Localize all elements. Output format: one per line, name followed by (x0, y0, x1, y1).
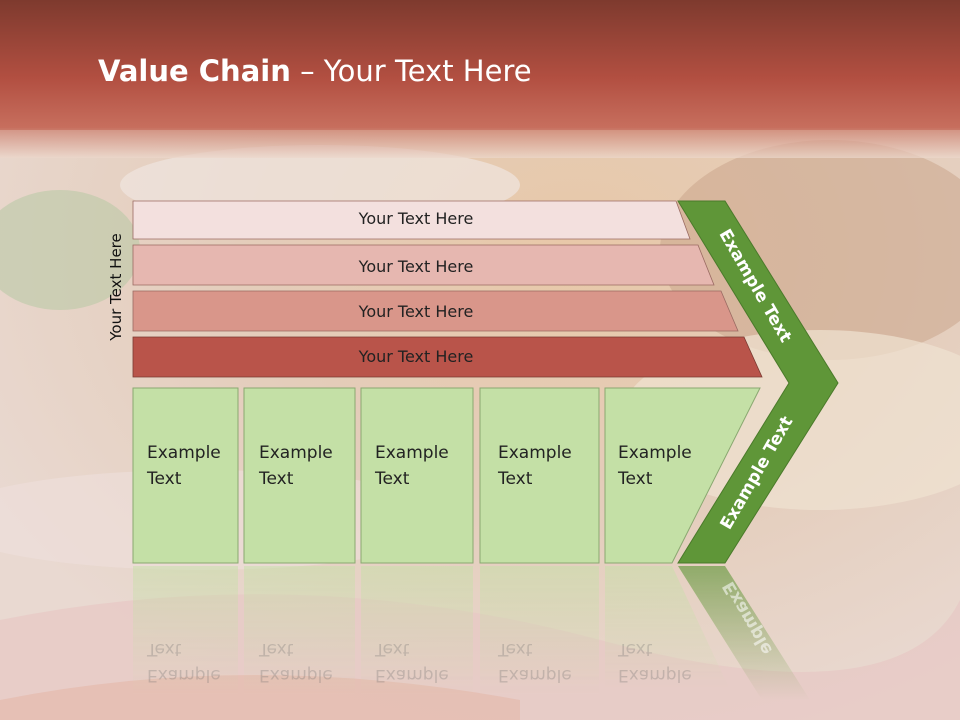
side-label: Your Text Here (107, 233, 125, 341)
slide-title: Value Chain – Your Text Here (98, 54, 532, 88)
row-shape-3 (132, 290, 739, 332)
activity-box-5 (604, 387, 761, 564)
row-shape-1 (132, 200, 691, 240)
activity-box-2 (243, 387, 356, 564)
row-label-2: Your Text Here (358, 257, 474, 276)
row-label-4: Your Text Here (358, 347, 474, 366)
row-shape-4 (132, 336, 763, 378)
activity-box-4 (479, 387, 600, 564)
margin-chevron (677, 200, 839, 564)
activity-box-1 (132, 387, 239, 564)
row-shape-2 (132, 244, 715, 286)
activity-box-3 (360, 387, 474, 564)
row-label-3: Your Text Here (358, 302, 474, 321)
row-label-1: Your Text Here (358, 209, 474, 228)
